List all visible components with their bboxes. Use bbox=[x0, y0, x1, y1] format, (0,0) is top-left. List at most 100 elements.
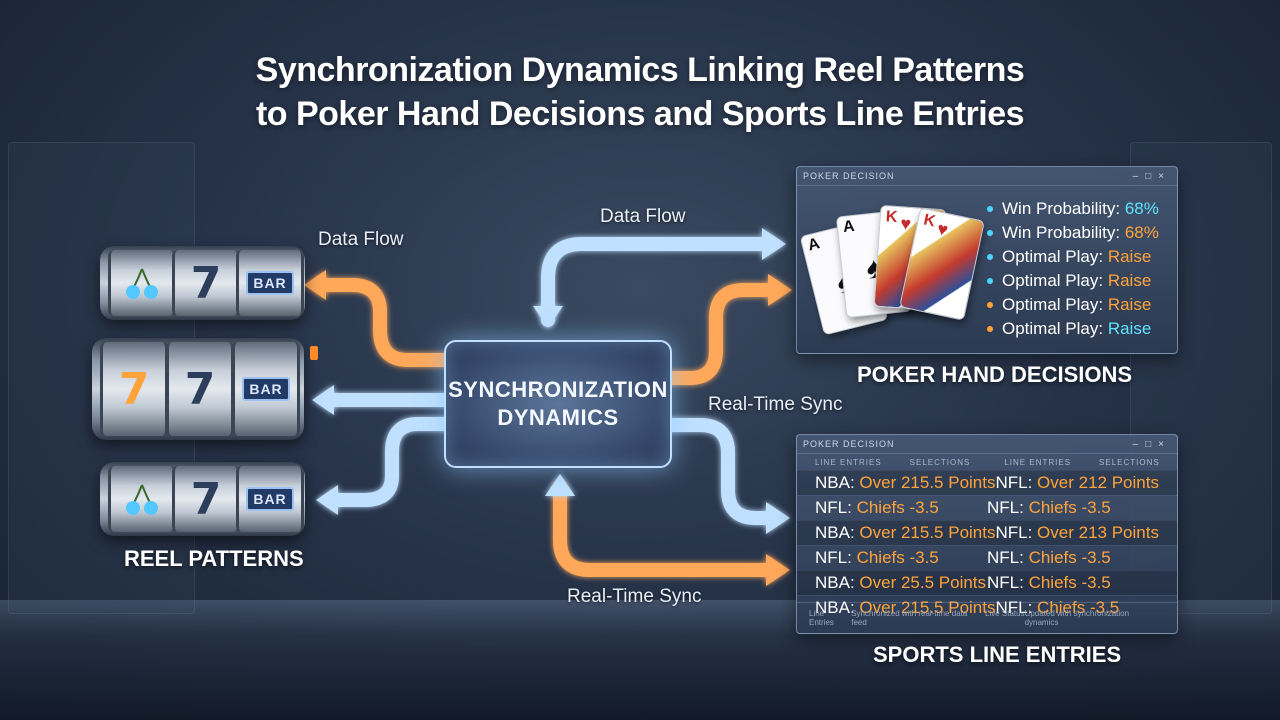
line-value: Over 215.5 Points bbox=[859, 523, 996, 542]
line-value: Over 212 Points bbox=[1037, 473, 1159, 492]
line-entry-cell: NFL: Chiefs -3.5 bbox=[987, 573, 1159, 593]
bullet-dot-icon bbox=[987, 326, 993, 332]
line-entry-cell: NFL: Chiefs -3.5 bbox=[995, 598, 1159, 618]
poker-stat-row: Optimal Play: Raise bbox=[987, 317, 1159, 341]
stat-label: Win Probability: bbox=[1002, 199, 1125, 218]
bar-symbol: BAR bbox=[242, 377, 290, 401]
poker-decision-window: POKER DECISION –□× A ♠ A ♠ K ♥ K ♥ Win P… bbox=[796, 166, 1178, 354]
line-value: Chiefs -3.5 bbox=[856, 498, 939, 517]
league-label: NFL: bbox=[815, 548, 857, 567]
card-rank: K bbox=[922, 211, 937, 231]
footer-text: Live Status bbox=[985, 609, 1025, 618]
sports-window-title: POKER DECISION bbox=[803, 439, 895, 449]
arrowhead-top-reel bbox=[304, 270, 326, 300]
poker-stat-row: Optimal Play: Raise bbox=[987, 269, 1159, 293]
bar-symbol: BAR bbox=[246, 271, 294, 295]
core-node-line-1: SYNCHRONIZATION bbox=[448, 377, 668, 402]
poker-stat-row: Win Probability: 68% bbox=[987, 221, 1159, 245]
card-rank: A bbox=[806, 235, 822, 255]
label-data-flow-left: Data Flow bbox=[318, 229, 404, 250]
reel-drum: BAR bbox=[236, 250, 304, 316]
slot-reel-bottom: 7 BAR bbox=[100, 462, 305, 536]
sports-window-footer: Line Entries Synchronized with real-time… bbox=[797, 602, 1177, 633]
window-controls-icon[interactable]: –□× bbox=[1132, 438, 1171, 450]
footer-text: Synchronized with real-time data feed bbox=[851, 609, 968, 627]
slot-reel-middle: 7 7 BAR bbox=[92, 338, 304, 440]
arrow-core-to-top-reel bbox=[315, 278, 451, 367]
league-label: NFL: bbox=[987, 573, 1029, 592]
arrowhead-bottom-reel bbox=[316, 485, 338, 515]
footer-text: Updated with synchronization dynamics bbox=[1024, 609, 1130, 627]
arrowhead-sports-bottom bbox=[766, 554, 790, 586]
league-label: NBA: bbox=[815, 473, 860, 492]
column-header: LINE ENTRIES bbox=[815, 458, 882, 467]
reel-drum: BAR bbox=[236, 466, 304, 532]
column-header: LINE ENTRIES bbox=[1004, 458, 1072, 467]
sports-lines-window: POKER DECISION –□× LINE ENTRIES SELECTIO… bbox=[796, 434, 1178, 634]
reel-drum bbox=[108, 250, 176, 316]
league-label: NBA: bbox=[815, 598, 860, 617]
label-reel-patterns: REEL PATTERNS bbox=[124, 546, 304, 571]
line-value: Over 215.5 Points bbox=[859, 598, 996, 617]
line-entry-cell: NBA: Over 215.5 Points bbox=[815, 523, 995, 543]
line-value: Chiefs -3.5 bbox=[856, 548, 939, 567]
bullet-dot-icon bbox=[987, 254, 993, 260]
stat-value: 68% bbox=[1124, 199, 1159, 218]
window-controls-icon[interactable]: –□× bbox=[1132, 170, 1171, 182]
league-label: NFL: bbox=[995, 598, 1038, 617]
cherry-icon bbox=[126, 484, 158, 515]
synchronization-dynamics-node: SYNCHRONIZATION DYNAMICS bbox=[444, 340, 672, 468]
reel-drum bbox=[108, 466, 176, 532]
bullet-dot-icon bbox=[987, 302, 993, 308]
line-value: Over 215.5 Points bbox=[859, 473, 996, 492]
league-label: NFL: bbox=[995, 523, 1038, 542]
arrowhead-core-from-bottom bbox=[545, 474, 575, 496]
league-label: NBA: bbox=[815, 573, 860, 592]
seven-symbol: 7 bbox=[184, 363, 216, 415]
stat-label: Optimal Play: bbox=[1002, 247, 1108, 266]
bullet-dot-icon bbox=[987, 278, 993, 284]
arrowhead-poker-orange bbox=[768, 274, 792, 306]
seven-symbol: 7 bbox=[190, 473, 222, 525]
arrow-core-to-sports-bottom bbox=[553, 481, 775, 577]
reel-lever bbox=[310, 346, 318, 360]
arrowhead-core-from-top bbox=[533, 306, 563, 328]
line-value: Chiefs -3.5 bbox=[1037, 598, 1120, 617]
bullet-dot-icon bbox=[987, 206, 993, 212]
line-value: Over 213 Points bbox=[1037, 523, 1159, 542]
label-sports-line-entries: SPORTS LINE ENTRIES bbox=[873, 642, 1122, 667]
league-label: NBA: bbox=[815, 523, 860, 542]
reel-drum: BAR bbox=[232, 342, 300, 436]
sports-table-header: LINE ENTRIES SELECTIONS LINE ENTRIES SEL… bbox=[797, 454, 1177, 470]
stat-value: Raise bbox=[1107, 295, 1152, 314]
line-entry-cell: NFL: Over 212 Points bbox=[995, 473, 1159, 493]
line-entry-cell: NBA: Over 25.5 Points bbox=[815, 573, 987, 593]
footer-text: Line Entries bbox=[809, 609, 834, 627]
seven-symbol: 7 bbox=[190, 257, 222, 309]
slot-reel-top: 7 BAR bbox=[100, 246, 305, 320]
line-entry-cell: NFL: Chiefs -3.5 bbox=[987, 498, 1159, 518]
sports-window-titlebar: POKER DECISION –□× bbox=[797, 435, 1177, 454]
cherry-icon bbox=[126, 268, 158, 299]
line-entry-cell: NFL: Chiefs -3.5 bbox=[815, 498, 987, 518]
league-label: NFL: bbox=[995, 473, 1038, 492]
card-rank: A bbox=[842, 217, 856, 236]
bar-symbol: BAR bbox=[246, 487, 294, 511]
column-header: SELECTIONS bbox=[909, 458, 971, 467]
label-poker-hand-decisions: POKER HAND DECISIONS bbox=[857, 362, 1133, 387]
reel-drum: 7 bbox=[166, 342, 234, 436]
page-title-line-1: Synchronization Dynamics Linking Reel Pa… bbox=[255, 51, 1025, 89]
arrow-core-to-bottom-reel bbox=[327, 417, 451, 507]
line-entry-cell: NBA: Over 215.5 Points bbox=[815, 473, 995, 493]
reel-drum: 7 bbox=[172, 250, 240, 316]
bullet-dot-icon bbox=[987, 230, 993, 236]
page-title-line-2: to Poker Hand Decisions and Sports Line … bbox=[255, 95, 1025, 133]
